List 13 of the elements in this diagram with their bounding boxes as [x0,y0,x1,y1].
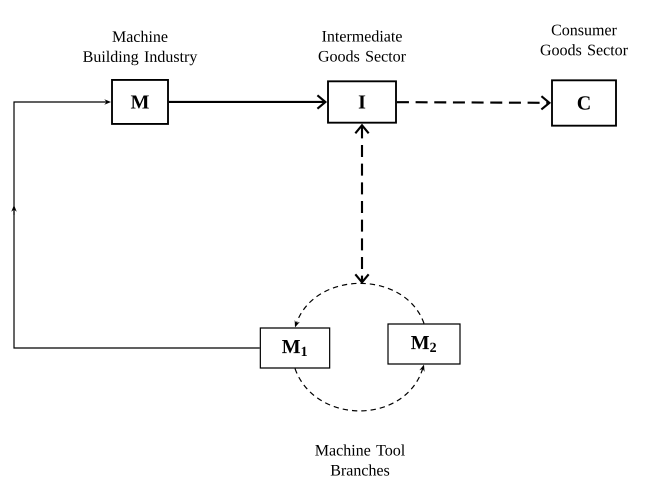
process-box: M$_{1}$ [260,327,330,369]
arrow [396,95,552,110]
process-box: I [327,80,397,124]
process-box: C [551,79,617,127]
node-heading: Intermediate Goods Sector [318,30,406,62]
process-box: M$_{2}$ [387,323,461,365]
process-box: M [111,79,169,125]
arrow [354,124,370,284]
arrow [11,99,260,349]
group-label: Machine Tool Branches [315,444,405,476]
node-heading: Consumer Goods Sector [540,24,628,56]
node-heading: Machine Building Industry [83,30,198,66]
arrow [168,94,328,110]
